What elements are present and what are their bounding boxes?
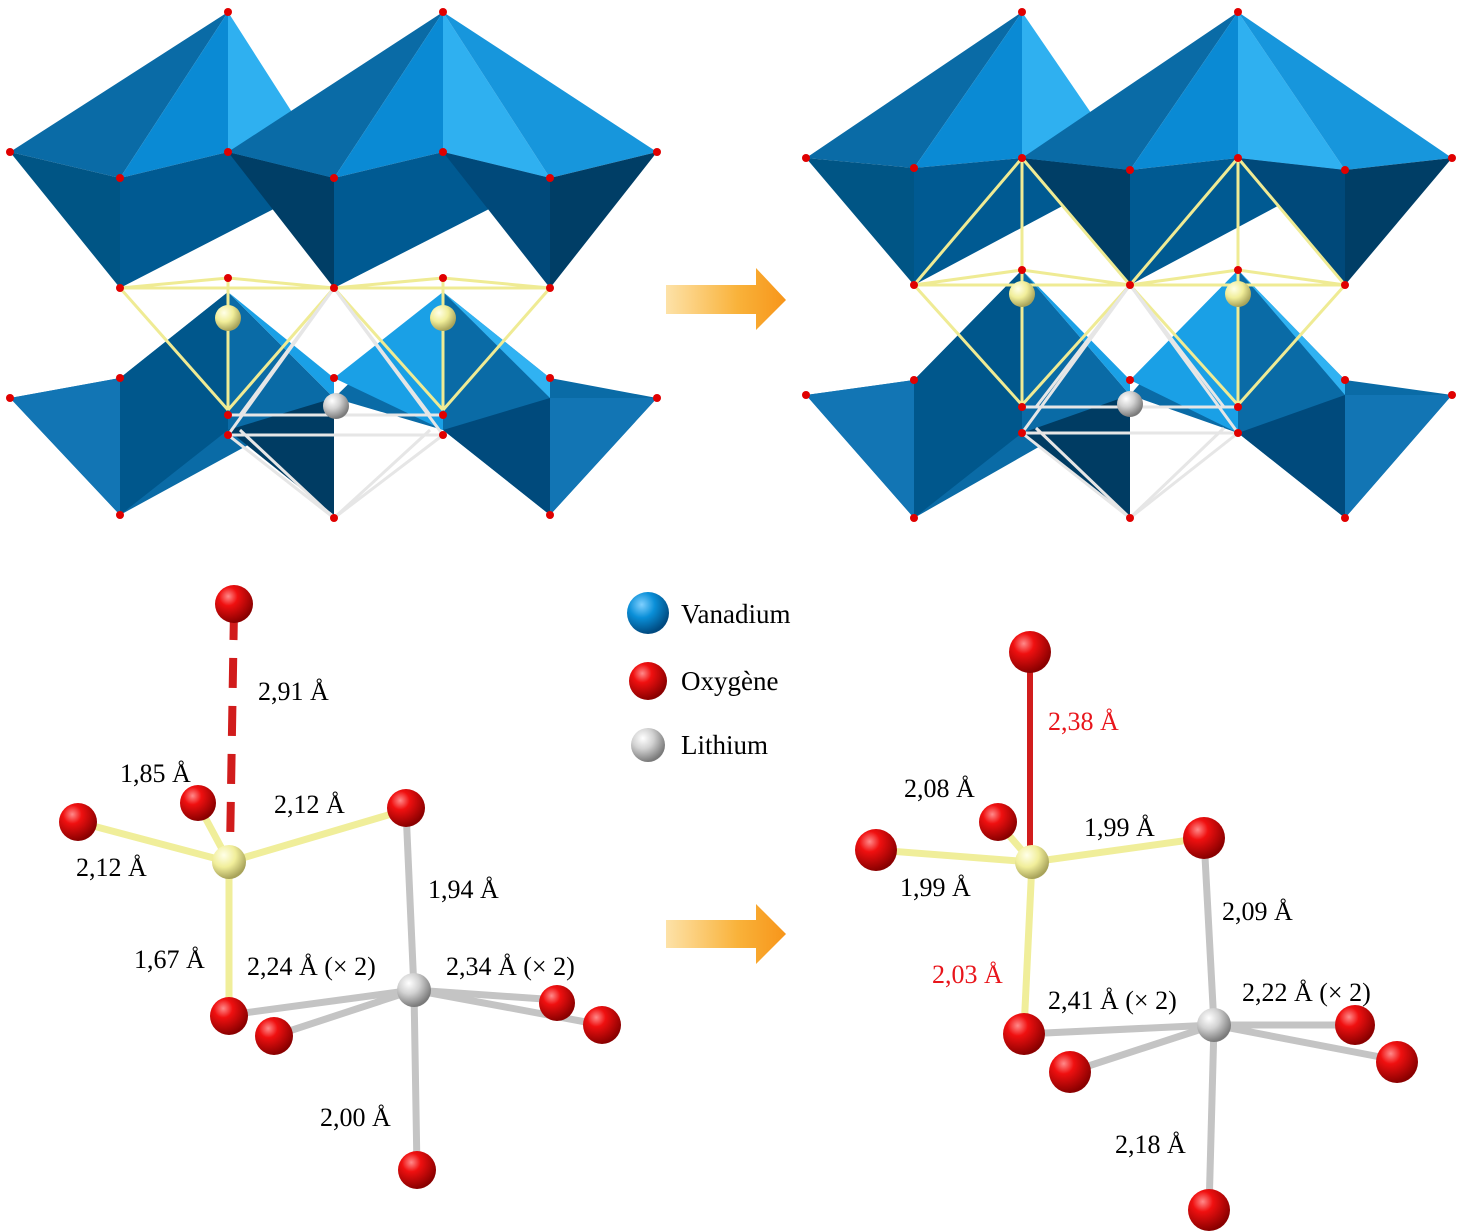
local-environment-after: 2,38 Å 2,08 Å 1,99 Å 1,99 Å 2,09 Å 2,03 … [855,631,1418,1231]
oxygen-vertices [802,8,1456,522]
oxygen-atom [1003,1013,1045,1055]
vo5-pyramid-lower-left [10,292,334,515]
oxygen-atom [59,803,97,841]
oxygen-atom [1183,817,1225,859]
li-grey-bonds [1020,834,1400,1214]
li-ion-yellow [1009,281,1035,307]
bond-length-label: 2,08 Å [904,774,975,803]
bond-length-label: 2,22 Å (× 2) [1242,978,1371,1007]
bond-length-label: 2,00 Å [320,1103,391,1132]
li-ion-white [323,393,349,419]
li-ion-yellow [215,305,241,331]
bond-length-label-highlight: 2,03 Å [932,960,1003,989]
oxygen-atom [255,1017,293,1055]
bond-length-label: 2,12 Å [76,853,147,882]
oxygen-vertices [6,8,661,522]
oxygen-atom [210,997,248,1035]
bond-length-label: 2,34 Å (× 2) [446,952,575,981]
li-ion-yellow [1015,845,1049,879]
bond-length-label: 2,91 Å [258,677,329,706]
bond-length-label: 1,67 Å [134,945,205,974]
oxygen-atom [1188,1189,1230,1231]
li-grey-bonds [225,806,606,1174]
polyhedra-panel-after [802,8,1456,522]
lithium-swatch [631,728,665,762]
long-bond-dashed [226,609,238,851]
right-arrow-icon [666,904,786,964]
vo5-pyramid-lower-right [1130,270,1452,518]
legend-lithium: Lithium [681,730,768,760]
oxygen-atom [215,585,253,623]
li-octahedron-white [1020,284,1240,520]
oxygen-atom [1049,1051,1091,1093]
oxygen-atom [398,1151,436,1189]
oxygen-atom [539,985,575,1021]
bond-length-label: 1,99 Å [900,873,971,902]
li-ion-yellow [430,305,456,331]
oxygen-atom [855,829,897,871]
oxygen-atom [1335,1005,1375,1045]
li-ion-white [1117,391,1143,417]
li-ion-yellow [1225,281,1251,307]
legend: Vanadium Oxygène Lithium [627,592,790,762]
oxygen-atom [979,803,1017,841]
li-ion-white [1197,1008,1231,1042]
local-environment-before: 2,91 Å 1,85 Å 2,12 Å 2,12 Å 1,94 Å 1,67 … [59,585,621,1189]
legend-vanadium: Vanadium [681,599,790,629]
oxygen-atom [1009,631,1051,673]
oxygen-atom [583,1006,621,1044]
li-ion-white [397,973,431,1007]
bond-length-label: 1,99 Å [1084,813,1155,842]
vanadium-swatch [627,592,669,634]
li-yellow-bonds [74,804,409,1019]
oxygen-atom [180,785,216,821]
li-ion-yellow [212,845,246,879]
polyhedra-panel-before [6,8,661,522]
bond-length-label: 1,85 Å [120,759,191,788]
oxygen-atom [387,789,425,827]
legend-oxygene: Oxygène [681,666,778,696]
oxygen-swatch [629,662,667,700]
oxygen-atom [1376,1041,1418,1083]
bond-length-label-highlight: 2,38 Å [1048,707,1119,736]
li-octahedron-white [226,287,445,520]
right-arrow-icon [666,268,786,330]
bond-length-label: 1,94 Å [428,875,499,904]
bond-length-label: 2,18 Å [1115,1130,1186,1159]
bond-length-label: 2,24 Å (× 2) [247,952,376,981]
bond-length-label: 2,12 Å [274,790,345,819]
vo5-pyramid-upper-right [228,12,657,288]
bond-length-label: 2,09 Å [1222,897,1293,926]
bond-length-label: 2,41 Å (× 2) [1048,986,1177,1015]
vo5-pyramid-lower-left [806,270,1130,518]
